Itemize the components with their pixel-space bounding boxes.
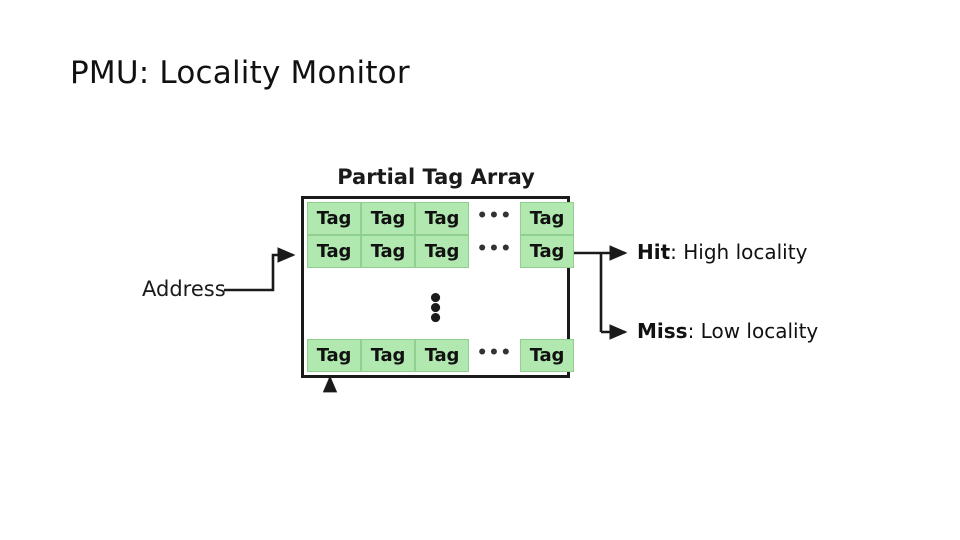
table-row: Tag Tag Tag ••• Tag [307, 202, 574, 235]
tag-cell: Tag [520, 202, 574, 235]
tag-cell: Tag [361, 339, 415, 372]
horizontal-ellipsis: ••• [476, 238, 513, 259]
vertical-ellipsis: • • • [304, 286, 567, 334]
tag-cell: Tag [415, 339, 469, 372]
page-title: PMU: Locality Monitor [70, 55, 410, 91]
tag-cell: Tag [520, 235, 574, 268]
address-arrow [224, 247, 296, 292]
table-row: Tag Tag Tag ••• Tag [307, 235, 574, 268]
address-label: Address [142, 277, 226, 301]
hit-lead: Hit [637, 240, 671, 264]
vertical-ellipsis-dot: • [427, 304, 444, 334]
tag-cell: Tag [520, 339, 574, 372]
tag-cell: Tag [307, 339, 361, 372]
horizontal-ellipsis: ••• [476, 205, 513, 226]
tag-cell: Tag [415, 235, 469, 268]
miss-lead: Miss [637, 319, 688, 343]
hit-result-label: Hit: High locality [637, 240, 807, 264]
tag-cell: Tag [361, 202, 415, 235]
horizontal-ellipsis: ••• [476, 342, 513, 363]
miss-result-label: Miss: Low locality [637, 319, 818, 343]
tag-cell: Tag [307, 235, 361, 268]
tag-cell: Tag [361, 235, 415, 268]
miss-rest: : Low locality [687, 319, 819, 343]
hit-rest: : High locality [670, 240, 808, 264]
tag-cell: Tag [415, 202, 469, 235]
tag-cell: Tag [307, 202, 361, 235]
result-arrows [570, 245, 628, 340]
table-row: Tag Tag Tag ••• Tag [307, 339, 574, 372]
partial-tag-array: Tag Tag Tag ••• Tag Tag Tag Tag ••• Tag … [301, 196, 574, 378]
array-caption: Partial Tag Array [337, 165, 535, 189]
